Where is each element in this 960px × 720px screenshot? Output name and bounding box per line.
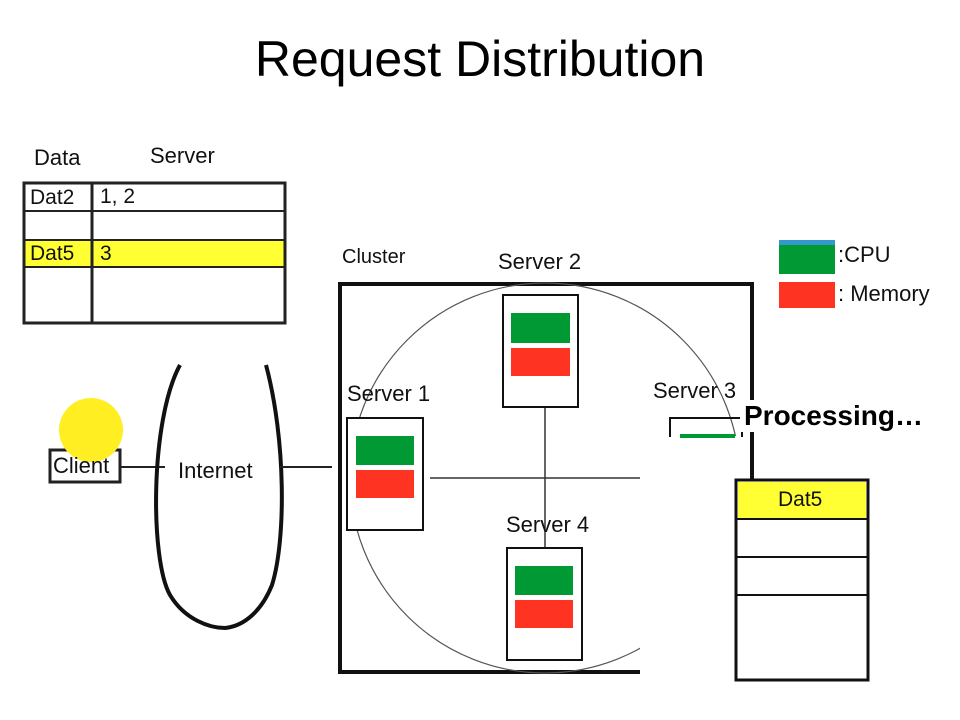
lookup-header-server: Server (150, 143, 215, 168)
server-4-node (506, 547, 583, 661)
server-2-label: Server 2 (498, 249, 582, 274)
internet-ellipse (154, 364, 284, 631)
queue-table (734, 478, 870, 682)
legend-memory-swatch (779, 282, 835, 308)
queue-row-1: Dat5 (778, 488, 823, 511)
cluster-label: Cluster (342, 246, 406, 268)
server-2-node (502, 294, 579, 408)
processing-status: Processing… (740, 400, 927, 432)
internet-label: Internet (178, 458, 253, 483)
slide-title: Request Distribution (254, 31, 706, 87)
lookup-highlight-row (24, 240, 285, 267)
lookup-row-1-server: 1, 2 (100, 185, 136, 208)
legend-cpu-swatch (779, 244, 835, 274)
lookup-table (22, 181, 287, 325)
lookup-row-3-data: Dat5 (30, 242, 75, 265)
request-indicator-dot (59, 398, 123, 462)
lookup-header-data: Data (34, 145, 81, 170)
server-1-label: Server 1 (347, 381, 431, 406)
client-label: Client (53, 453, 110, 478)
server-1-node (346, 417, 424, 531)
legend-memory-label: : Memory (838, 281, 930, 306)
server-3-label: Server 3 (653, 378, 737, 403)
lookup-row-1-data: Dat2 (30, 186, 75, 209)
lookup-row-3-server: 3 (100, 242, 112, 265)
legend-cpu-label: :CPU (838, 242, 891, 267)
server-4-label: Server 4 (506, 512, 590, 537)
